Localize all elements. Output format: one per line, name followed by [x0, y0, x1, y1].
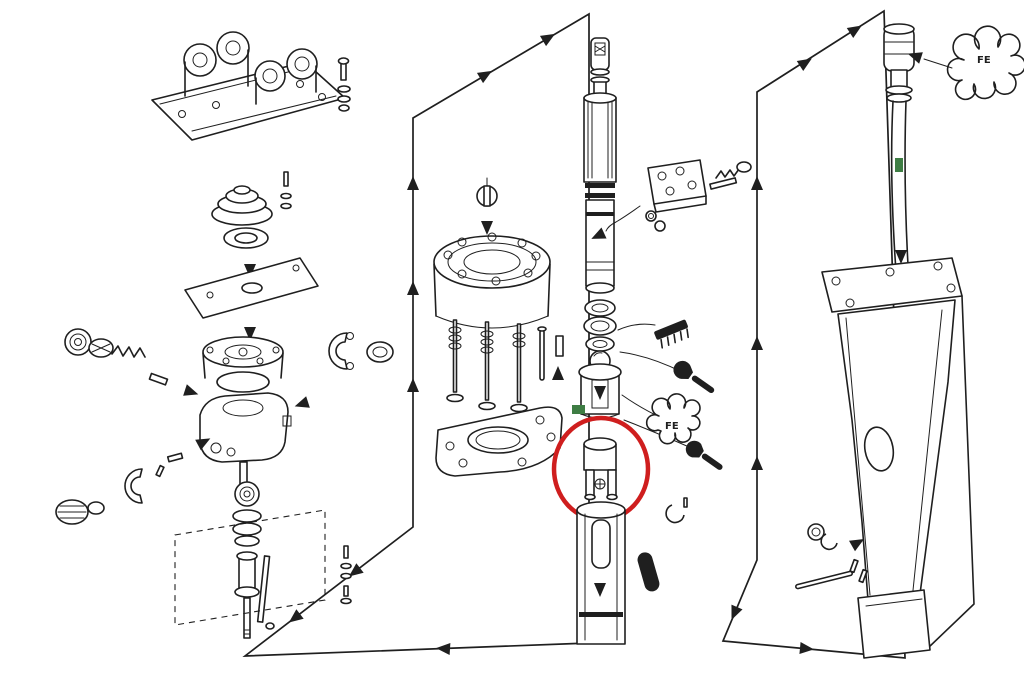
bracket-bolt [337, 57, 351, 112]
green-marker-rod [895, 158, 903, 172]
plug-and-clamp-lower-left [55, 433, 214, 525]
cylinder-head [433, 177, 551, 329]
c-clip [665, 504, 685, 524]
green-marker-center [572, 405, 585, 414]
brush-icon [654, 319, 689, 349]
housing-small-parts [795, 523, 868, 590]
clamp-ring-right [292, 332, 394, 413]
long-pin [795, 570, 853, 590]
breaker-housing [821, 257, 975, 659]
head-studs [446, 319, 547, 413]
wrench-icon [673, 360, 715, 394]
mount-bracket [151, 31, 346, 141]
wrench-icon [685, 440, 723, 470]
piston [583, 37, 617, 294]
lower-cylinder [576, 497, 688, 645]
small-pin-left [552, 335, 564, 380]
side-fitting-left [64, 328, 201, 401]
head-base-flange [435, 406, 563, 477]
swivel-stack [184, 171, 319, 393]
manifold-bolt [709, 177, 738, 190]
o-ring [654, 220, 666, 232]
fe-label-mid: FE [665, 421, 679, 432]
manifold-block [588, 159, 752, 245]
fe-label-top-right: FE [977, 55, 991, 66]
grease-callout-cloud: FE [645, 393, 701, 445]
inner-valve-sleeve [583, 437, 618, 501]
grease-callout-cloud-top: FE [905, 25, 1024, 101]
valve-housing [199, 392, 292, 463]
lower-shaft [174, 461, 352, 639]
o-ring [645, 210, 657, 222]
dark-pill-part [637, 552, 660, 592]
tool-callouts: FE [617, 319, 723, 470]
valve-bushing [578, 363, 622, 419]
